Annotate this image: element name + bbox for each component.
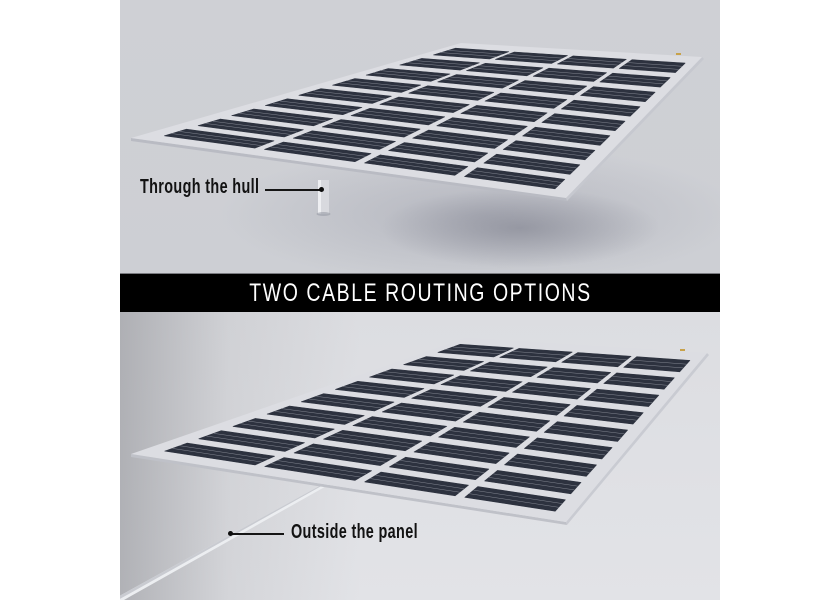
cable-duct <box>120 484 330 600</box>
hull-post <box>318 180 329 214</box>
leader-dot <box>228 531 233 536</box>
scene-through-hull <box>120 0 720 273</box>
solar-panel-bottom <box>120 338 709 600</box>
banner-title: TWO CABLE ROUTING OPTIONS <box>248 278 592 307</box>
leader-line <box>230 533 284 535</box>
label-outside-panel: Outside the panel <box>291 521 418 543</box>
product-image: TWO CABLE ROUTING OPTIONS Through the hu… <box>120 0 720 600</box>
cell-grid <box>164 47 686 190</box>
leader-dot <box>319 187 324 192</box>
cell-grid <box>164 343 691 512</box>
solar-panel-top <box>131 43 704 216</box>
scene-outside-panel <box>120 312 720 600</box>
leader-line <box>265 189 322 191</box>
label-through-hull: Through the hull <box>140 176 260 198</box>
title-banner: TWO CABLE ROUTING OPTIONS <box>120 273 720 312</box>
